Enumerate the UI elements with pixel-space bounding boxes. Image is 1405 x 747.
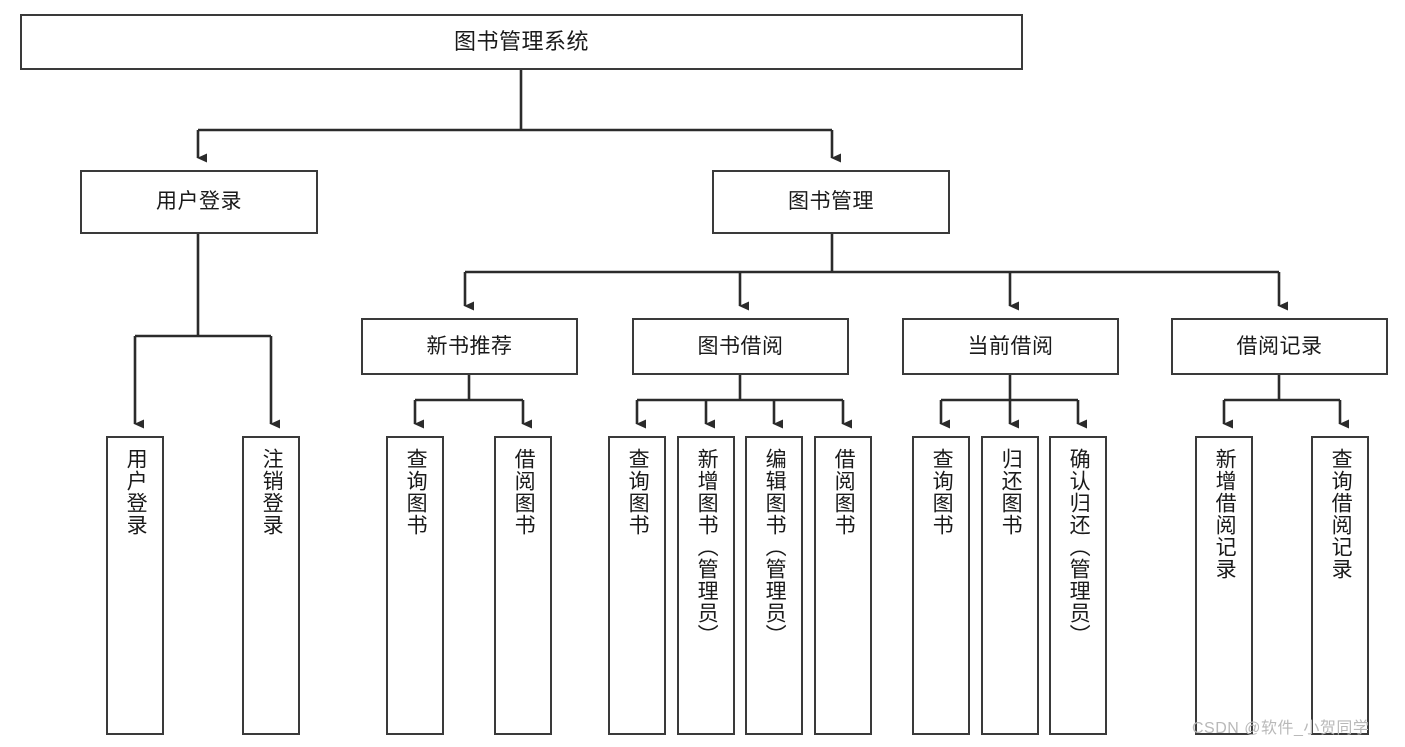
node-leaf-bb-edit-book-label: 编辑图书（管理员） (763, 448, 787, 646)
node-leaf-br-query-record[interactable]: 查询借阅记录 (1311, 436, 1369, 735)
node-leaf-bb-add-book-label: 新增图书（管理员） (695, 448, 719, 646)
node-leaf-user-login-label: 用户登录 (124, 448, 148, 536)
node-leaf-nb-borrow-book[interactable]: 借阅图书 (494, 436, 552, 735)
node-leaf-br-query-record-label: 查询借阅记录 (1329, 448, 1353, 580)
node-user-login[interactable]: 用户登录 (80, 170, 318, 234)
node-leaf-cb-query-book[interactable]: 查询图书 (912, 436, 970, 735)
node-book-borrow[interactable]: 图书借阅 (632, 318, 849, 375)
node-leaf-cb-query-book-label: 查询图书 (930, 448, 954, 536)
node-leaf-user-login[interactable]: 用户登录 (106, 436, 164, 735)
node-leaf-bb-add-book[interactable]: 新增图书（管理员） (677, 436, 735, 735)
node-leaf-cb-return-book[interactable]: 归还图书 (981, 436, 1039, 735)
node-new-book-recommend-label: 新书推荐 (426, 334, 513, 358)
node-leaf-cb-confirm-return[interactable]: 确认归还（管理员） (1049, 436, 1107, 735)
node-leaf-nb-query-book-label: 查询图书 (404, 448, 428, 536)
node-current-borrow[interactable]: 当前借阅 (902, 318, 1119, 375)
csdn-watermark: CSDN @软件_小贺同学 (1192, 720, 1370, 737)
node-leaf-bb-borrow-book[interactable]: 借阅图书 (814, 436, 872, 735)
node-book-manage-label: 图书管理 (788, 190, 874, 214)
node-new-book-recommend[interactable]: 新书推荐 (361, 318, 578, 375)
node-borrow-record-label: 借阅记录 (1236, 334, 1323, 358)
node-book-manage[interactable]: 图书管理 (712, 170, 950, 234)
node-leaf-br-add-record[interactable]: 新增借阅记录 (1195, 436, 1253, 735)
node-leaf-br-add-record-label: 新增借阅记录 (1213, 448, 1237, 580)
node-leaf-bb-query-book-label: 查询图书 (626, 448, 650, 536)
node-leaf-cb-confirm-return-label: 确认归还（管理员） (1067, 448, 1091, 646)
node-leaf-logout-label: 注销登录 (260, 448, 284, 536)
node-book-borrow-label: 图书借阅 (697, 334, 784, 358)
node-root-system[interactable]: 图书管理系统 (20, 14, 1023, 70)
node-current-borrow-label: 当前借阅 (967, 334, 1054, 358)
node-leaf-nb-query-book[interactable]: 查询图书 (386, 436, 444, 735)
node-leaf-logout[interactable]: 注销登录 (242, 436, 300, 735)
node-root-system-label: 图书管理系统 (453, 28, 589, 54)
node-leaf-bb-borrow-book-label: 借阅图书 (832, 448, 856, 536)
node-leaf-bb-query-book[interactable]: 查询图书 (608, 436, 666, 735)
node-user-login-label: 用户登录 (156, 190, 242, 214)
node-leaf-nb-borrow-book-label: 借阅图书 (512, 448, 536, 536)
node-leaf-bb-edit-book[interactable]: 编辑图书（管理员） (745, 436, 803, 735)
node-borrow-record[interactable]: 借阅记录 (1171, 318, 1388, 375)
node-leaf-cb-return-book-label: 归还图书 (999, 448, 1023, 536)
